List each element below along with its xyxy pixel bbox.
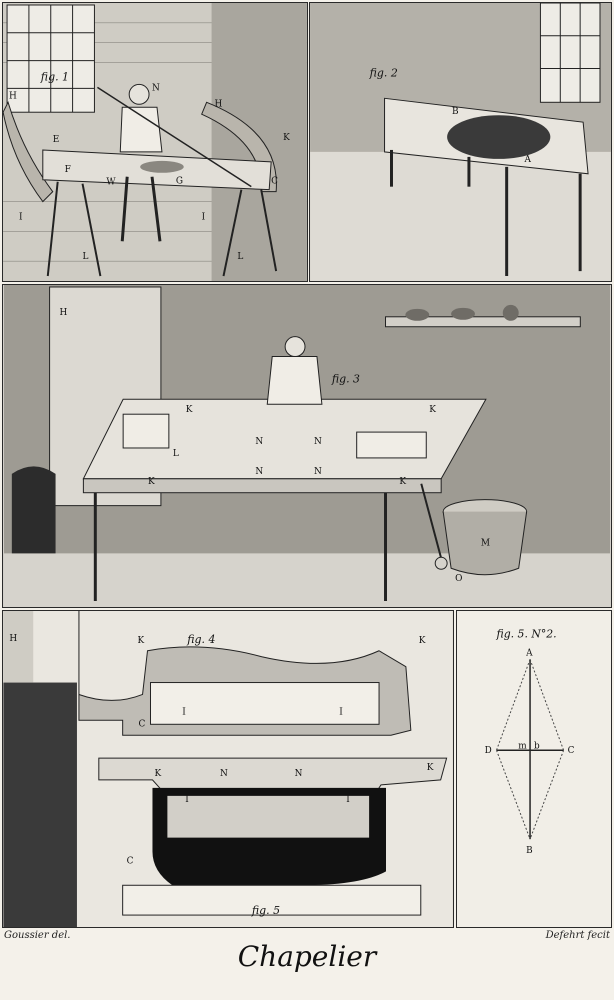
fig5n2-diagram: fig. 5. N°2. A D m b C B [485,628,575,856]
label-letter: K [429,405,436,415]
credit-right: Defehrt fecit [545,930,610,941]
label-letter: I [182,707,186,717]
fig2-panel: fig. 2 B A [309,2,612,282]
label-letter: K [283,133,290,143]
label-letter: C [568,746,575,756]
label-letter: C [139,719,146,729]
label-letter: N [255,437,263,447]
label-letter: N [295,769,303,779]
label-letter: L [237,252,243,262]
label-letter: N [255,467,263,477]
fig3-engraving: fig. 3 H K K K K L N N N N M O [3,285,611,607]
label-letter: A [524,155,532,165]
label-letter: K [154,769,161,779]
label-letter: D [485,746,492,756]
label-letter: K [427,763,434,773]
label-letter: K [399,477,406,487]
label-letter: H [215,99,223,109]
label-letter: K [186,405,193,415]
fig3-caption: fig. 3 [331,372,360,385]
label-letter: W [106,178,116,188]
label-letter: C [271,177,278,187]
label-letter: H [9,634,17,644]
label-letter: I [202,212,206,222]
label-letter: K [148,477,155,487]
label-letter: I [185,795,189,805]
label-letter: H [60,308,68,318]
fig2-caption: fig. 2 [369,66,398,79]
label-letter: I [346,795,350,805]
label-letter: b [534,741,540,751]
label-letter: E [53,135,60,145]
label-letter: F [65,165,71,175]
label-letter: B [526,846,533,856]
label-letter: A [525,648,533,658]
label-letter: L [83,252,89,262]
fig1-engraving: fig. 1 H H K N E W G C F I I L L [3,3,307,281]
fig1-caption: fig. 1 [40,70,69,83]
label-letter: L [173,449,179,459]
felt-oval [447,115,551,159]
label-letter: K [138,636,145,646]
label-letter: N [314,467,322,477]
plate-title: Chapelier [237,940,377,973]
fig5-caption: fig. 5 [251,904,280,917]
label-letter: N [314,437,322,447]
label-letter: N [152,83,160,93]
label-letter: H [9,91,17,101]
fig3-panel: fig. 3 H K K K K L N N N N M O [2,284,612,608]
credit-left: Goussier del. [4,930,71,941]
fig4-panel: fig. 4 fig. 5 H K K C I I K K N N I I C [2,610,454,928]
label-letter: m [518,741,527,751]
label-letter: O [455,574,462,584]
fig5n2-caption: fig. 5. N°2. [495,628,556,641]
fig2-engraving: fig. 2 B A [310,3,611,281]
fig1-panel: fig. 1 H H K N E W G C F I I L L [2,2,308,282]
label-letter: C [127,856,134,866]
label-letter: M [481,538,490,548]
label-letter: I [19,212,23,222]
label-letter: K [419,636,426,646]
label-letter: I [339,707,343,717]
label-letter: G [176,177,183,187]
fig4-engraving: fig. 4 fig. 5 H K K C I I K K N N I I C [3,611,453,927]
label-letter: B [452,107,459,117]
fig4-caption: fig. 4 [186,633,215,646]
fig5n2-panel: fig. 5. N°2. A D m b C B [456,610,612,928]
label-letter: N [220,769,228,779]
